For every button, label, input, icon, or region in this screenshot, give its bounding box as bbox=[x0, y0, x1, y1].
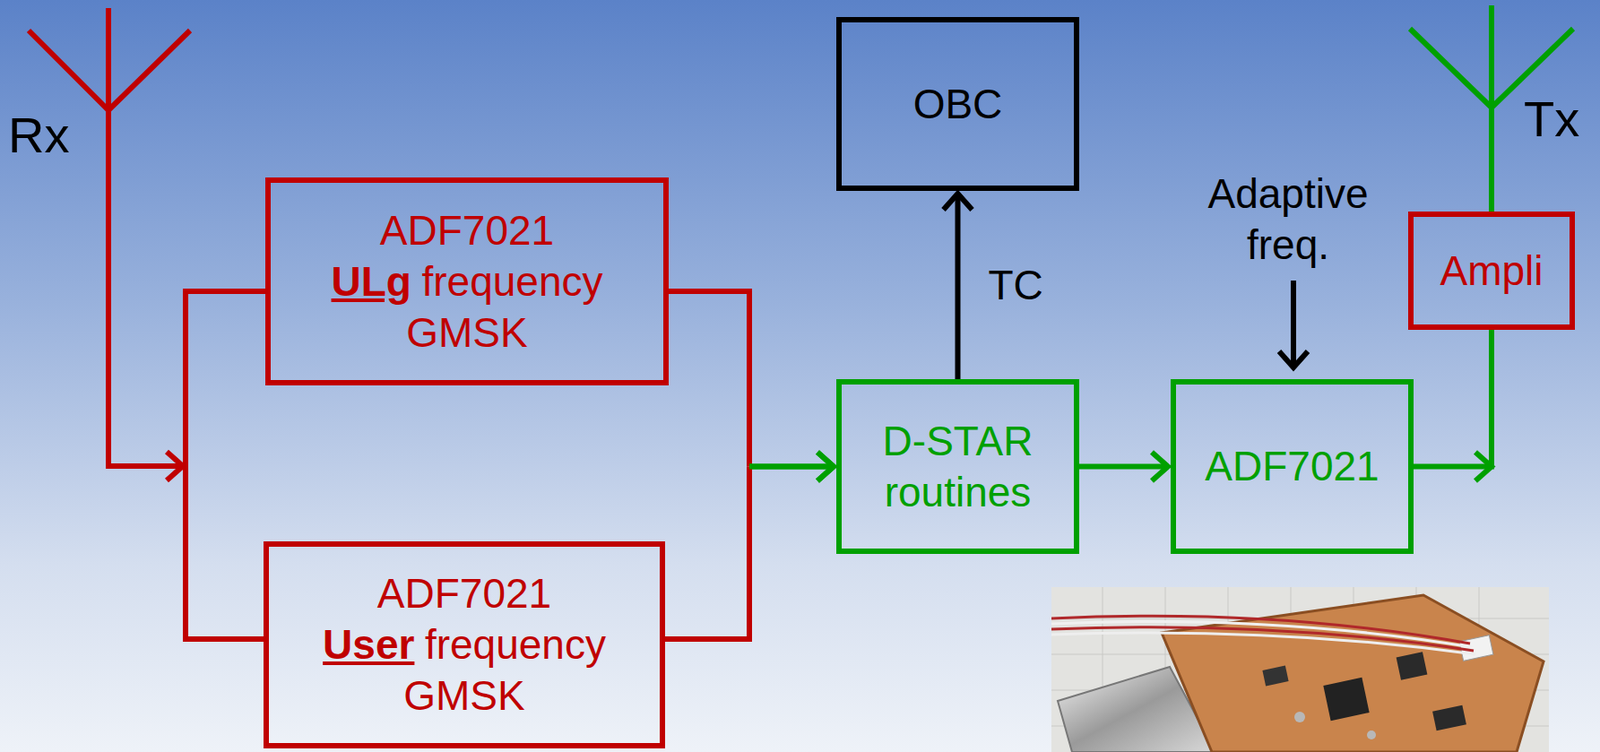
connector-line bbox=[749, 464, 834, 470]
box-text: D-STAR routines bbox=[852, 415, 1064, 519]
node-content: Ampli bbox=[1424, 245, 1559, 297]
text-line: Userfrequency bbox=[279, 619, 649, 671]
connector-line bbox=[1413, 329, 1492, 468]
connector-line bbox=[749, 464, 834, 470]
connector-line bbox=[668, 291, 750, 468]
box-text: GMSK bbox=[403, 672, 525, 719]
rx-feed-wire bbox=[108, 8, 183, 467]
chip bbox=[1432, 705, 1467, 732]
rx-antenna bbox=[28, 8, 266, 640]
box-text: ADF7021 bbox=[380, 207, 554, 254]
note-label: Adaptive freq. bbox=[1184, 168, 1392, 271]
chip bbox=[1323, 677, 1369, 721]
box-text: frequency bbox=[421, 258, 603, 305]
photo-board bbox=[1051, 587, 1549, 752]
text-line: ADF7021 bbox=[279, 568, 649, 620]
box-text: ADF7021 bbox=[377, 570, 552, 617]
connector bbox=[668, 291, 834, 482]
antenna-label: Rx bbox=[8, 109, 70, 163]
antenna-label: Tx bbox=[1523, 93, 1580, 147]
transmitter-box: ADF7021 bbox=[1170, 379, 1414, 554]
connector bbox=[943, 193, 973, 380]
arrow-head bbox=[166, 451, 183, 481]
text-line: ADF7021 bbox=[281, 205, 653, 257]
connector-line bbox=[665, 467, 750, 640]
photo-grid bbox=[1051, 587, 1549, 752]
component bbox=[1294, 711, 1306, 723]
pcb-board bbox=[1161, 595, 1544, 752]
leader-arrow bbox=[1290, 280, 1297, 368]
connector bbox=[1413, 329, 1492, 482]
process-box: D-STAR routines bbox=[836, 379, 1080, 554]
text-line: GMSK bbox=[281, 307, 653, 359]
text-line: GMSK bbox=[279, 670, 649, 722]
amplifier-box: Ampli bbox=[1408, 211, 1575, 330]
text-line: ULgfrequency bbox=[281, 256, 653, 308]
box-text: ULg bbox=[331, 258, 412, 305]
arrow-head bbox=[1475, 452, 1492, 482]
arrow-head bbox=[1279, 351, 1308, 368]
edge-label: TC bbox=[988, 259, 1044, 312]
connector-line bbox=[955, 193, 961, 380]
node-content: ADF7021 bbox=[1186, 441, 1398, 493]
node-content: ADF7021ULgfrequencyGMSK bbox=[281, 205, 653, 359]
connector bbox=[665, 452, 834, 640]
computer-box: OBC bbox=[836, 17, 1080, 191]
arrow-head bbox=[1151, 452, 1168, 482]
chip bbox=[1396, 651, 1428, 681]
adaptive-arrow bbox=[1279, 280, 1308, 368]
node-content: ADF7021UserfrequencyGMSK bbox=[279, 568, 649, 722]
connector bbox=[1079, 452, 1168, 482]
component bbox=[1366, 730, 1376, 740]
box-text: User bbox=[322, 621, 415, 668]
box-text: frequency bbox=[424, 621, 606, 668]
chip bbox=[1262, 665, 1289, 686]
process-box: ADF7021UserfrequencyGMSK bbox=[263, 541, 666, 749]
tx-feed-wire bbox=[1488, 5, 1495, 212]
arrow-head bbox=[943, 193, 973, 210]
node-content: OBC bbox=[852, 78, 1064, 130]
photo-ground bbox=[1051, 587, 1549, 752]
wires bbox=[1051, 615, 1476, 655]
arrow-head bbox=[817, 452, 834, 482]
box-text: GMSK bbox=[406, 309, 528, 356]
box-text: Ampli bbox=[1424, 245, 1559, 297]
split-bracket bbox=[185, 291, 266, 640]
node-content: D-STAR routines bbox=[852, 415, 1064, 519]
wire bbox=[1051, 632, 1476, 655]
box-text: OBC bbox=[852, 78, 1064, 130]
process-box: ADF7021ULgfrequencyGMSK bbox=[265, 177, 669, 386]
connector-line bbox=[1079, 464, 1168, 470]
box-text: ADF7021 bbox=[1186, 441, 1398, 493]
